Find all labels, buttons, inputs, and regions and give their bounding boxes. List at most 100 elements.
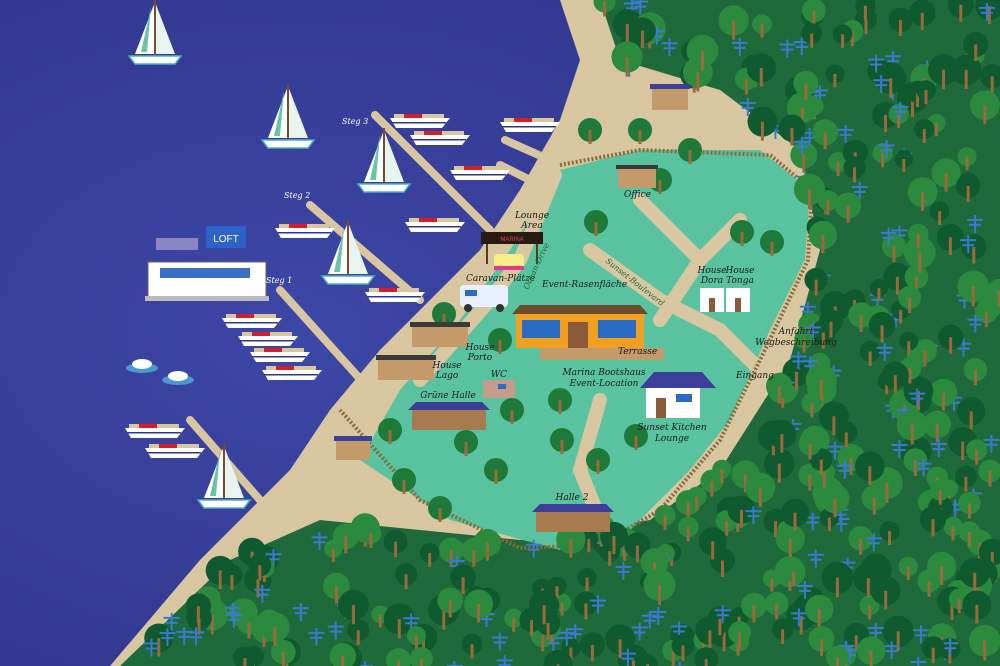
tree	[804, 512, 821, 531]
tree	[714, 605, 731, 624]
tree	[955, 338, 972, 357]
label-anfahrt-1[interactable]: Anfahrt	[778, 327, 814, 337]
tree	[967, 314, 984, 333]
tree	[790, 141, 818, 173]
tree	[807, 549, 824, 568]
tree	[712, 459, 732, 483]
tree	[631, 622, 648, 641]
tree	[868, 54, 885, 73]
tree	[746, 53, 776, 87]
label-office: Office	[624, 190, 651, 200]
tree	[678, 138, 702, 164]
tree	[975, 300, 998, 328]
tree	[698, 527, 727, 560]
tree	[928, 54, 960, 90]
forest-hut	[650, 84, 690, 110]
shore-hut	[334, 436, 372, 460]
tree	[543, 649, 573, 666]
label-house-lago-2: Lago	[435, 371, 459, 381]
tree	[611, 41, 643, 77]
tree	[794, 329, 814, 353]
tree	[428, 496, 452, 522]
tree	[500, 398, 524, 424]
tree	[624, 424, 648, 450]
tree	[851, 181, 868, 200]
tree	[959, 557, 990, 592]
tree	[686, 34, 719, 71]
tree	[432, 302, 456, 328]
tree	[779, 39, 796, 58]
tree	[801, 127, 818, 146]
tree	[548, 388, 572, 414]
tree	[898, 556, 918, 581]
label-terrasse: Terrasse	[618, 347, 657, 357]
tree	[904, 265, 929, 293]
tree	[821, 561, 854, 598]
label-kitchen-2: Lounge	[654, 434, 689, 444]
tree	[739, 97, 756, 116]
tree	[254, 584, 271, 603]
tree	[394, 563, 418, 590]
tree	[848, 525, 873, 555]
tree	[978, 2, 995, 21]
label-steg-2: Steg 2	[284, 191, 310, 200]
tree	[730, 220, 754, 246]
label-bootshaus-2: Event-Location	[569, 379, 639, 389]
tree	[968, 624, 1000, 661]
tree	[643, 569, 676, 606]
tree	[960, 235, 977, 254]
tree	[623, 0, 640, 17]
motorboat	[500, 118, 560, 132]
label-lounge-area-1: Lounge	[514, 211, 549, 221]
tree	[801, 23, 822, 48]
label-anfahrt-2[interactable]: Wegbeschreibung	[755, 338, 837, 348]
tree	[677, 516, 699, 542]
tree	[801, 392, 823, 418]
tree	[980, 64, 1000, 93]
tree	[615, 561, 632, 580]
tree	[392, 468, 416, 494]
tree	[578, 118, 602, 144]
motorboat	[450, 166, 510, 180]
tree	[876, 342, 893, 361]
tree	[983, 434, 1000, 453]
tree	[163, 612, 180, 631]
tree	[271, 639, 296, 666]
tree	[843, 156, 866, 183]
tree	[741, 592, 767, 623]
wc-building	[483, 380, 515, 398]
tree	[805, 364, 837, 400]
label-kitchen-1: Sunset Kitchen	[637, 423, 707, 433]
tree	[650, 606, 667, 625]
tree	[883, 641, 900, 660]
tree	[929, 480, 951, 505]
svg-text:LOFT: LOFT	[213, 234, 239, 245]
tree	[437, 587, 464, 618]
tree	[347, 619, 370, 646]
tree	[957, 270, 990, 307]
tree	[963, 357, 988, 386]
house-lago-building	[376, 355, 436, 380]
motorhome	[460, 285, 508, 312]
tree	[913, 338, 937, 367]
motorboat	[390, 114, 450, 128]
tree	[584, 210, 608, 236]
tree	[383, 529, 408, 558]
gruene-halle-building	[408, 402, 490, 430]
tree	[403, 613, 420, 632]
caravan	[494, 254, 524, 270]
tree	[745, 506, 762, 525]
piers	[186, 111, 554, 504]
house-tonga-building	[726, 288, 750, 312]
tree	[919, 506, 947, 537]
tree	[869, 279, 889, 302]
tree	[265, 549, 282, 568]
tree	[654, 504, 676, 530]
tree	[752, 14, 772, 38]
tree	[707, 606, 733, 636]
tree	[867, 622, 884, 641]
sailboat	[260, 84, 316, 149]
tree	[859, 595, 880, 620]
tree	[338, 589, 369, 625]
tree	[360, 523, 382, 549]
